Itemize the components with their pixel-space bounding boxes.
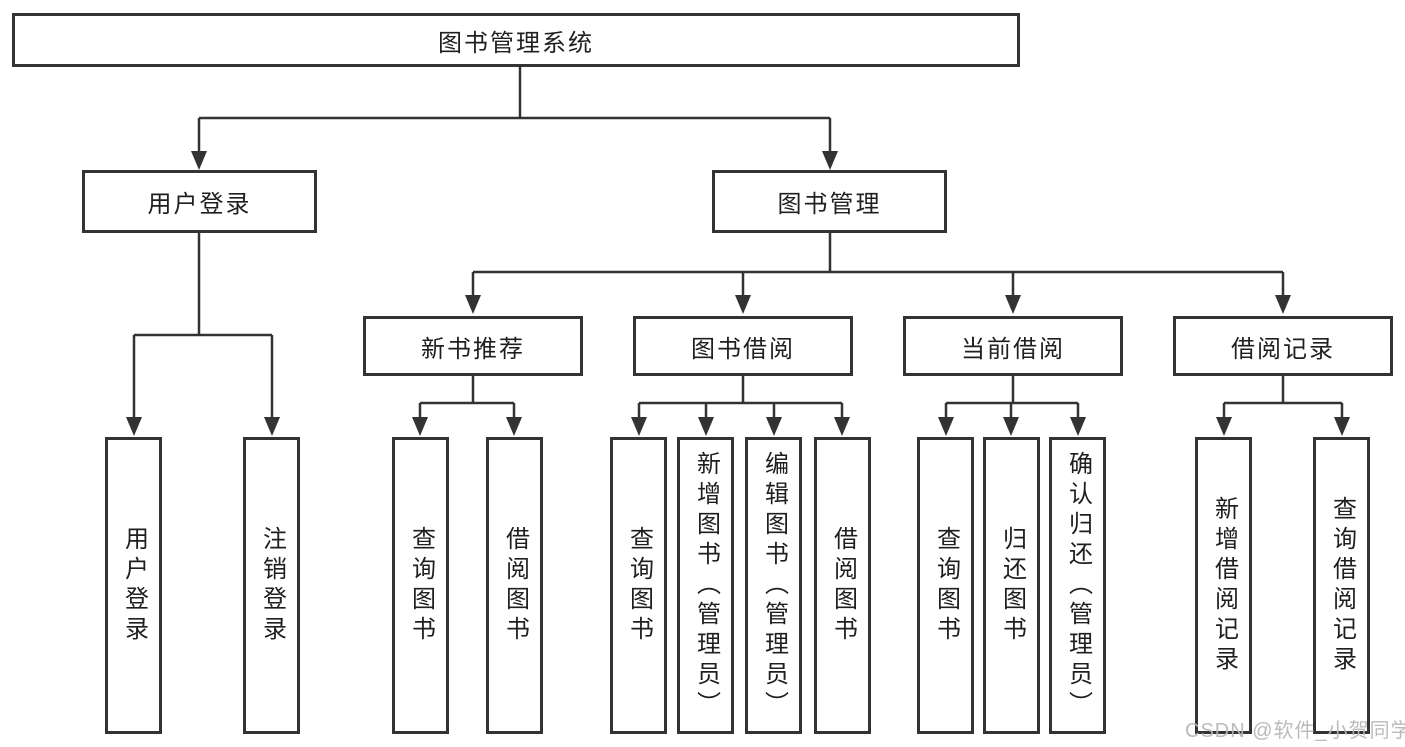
node-current-query-books: 查询图书 xyxy=(917,437,974,734)
node-add-borrow-record: 新增借阅记录 xyxy=(1195,437,1252,734)
node-new-book-recommend: 新书推荐 xyxy=(363,316,583,376)
node-confirm-return-admin-label: 确认归还（管理员） xyxy=(1064,450,1092,721)
node-book-borrow: 图书借阅 xyxy=(633,316,853,376)
node-return-book: 归还图书 xyxy=(983,437,1040,734)
node-query-borrow-record-label: 查询借阅记录 xyxy=(1328,495,1356,676)
node-user-login-leaf: 用户登录 xyxy=(105,437,162,734)
node-add-book-admin-label: 新增图书（管理员） xyxy=(692,450,720,721)
node-recommend-borrow-books-label: 借阅图书 xyxy=(501,525,529,646)
node-borrow-query-books: 查询图书 xyxy=(610,437,667,734)
node-recommend-query-books-label: 查询图书 xyxy=(407,525,435,646)
node-user-login-leaf-label: 用户登录 xyxy=(120,525,148,646)
node-logout-label: 注销登录 xyxy=(258,525,286,646)
node-borrow-borrow-books: 借阅图书 xyxy=(814,437,871,734)
watermark: CSDN @软件_小贺同学 xyxy=(1185,720,1405,742)
node-recommend-query-books: 查询图书 xyxy=(392,437,449,734)
node-recommend-borrow-books: 借阅图书 xyxy=(486,437,543,734)
node-edit-book-admin-label: 编辑图书（管理员） xyxy=(760,450,788,721)
tree-edges xyxy=(132,67,1344,418)
node-add-borrow-record-label: 新增借阅记录 xyxy=(1210,495,1238,676)
node-borrow-query-books-label: 查询图书 xyxy=(625,525,653,646)
node-logout: 注销登录 xyxy=(243,437,300,734)
node-edit-book-admin: 编辑图书（管理员） xyxy=(745,437,802,734)
node-user-login: 用户登录 xyxy=(82,170,317,233)
arrowheads xyxy=(126,151,1350,436)
node-current-query-books-label: 查询图书 xyxy=(932,525,960,646)
node-borrow-borrow-books-label: 借阅图书 xyxy=(829,525,857,646)
node-borrow-record: 借阅记录 xyxy=(1173,316,1393,376)
node-return-book-label: 归还图书 xyxy=(998,525,1026,646)
node-query-borrow-record: 查询借阅记录 xyxy=(1313,437,1370,734)
node-current-borrow: 当前借阅 xyxy=(903,316,1123,376)
node-book-management: 图书管理 xyxy=(712,170,947,233)
node-confirm-return-admin: 确认归还（管理员） xyxy=(1049,437,1106,734)
node-add-book-admin: 新增图书（管理员） xyxy=(677,437,734,734)
node-root: 图书管理系统 xyxy=(12,13,1020,67)
